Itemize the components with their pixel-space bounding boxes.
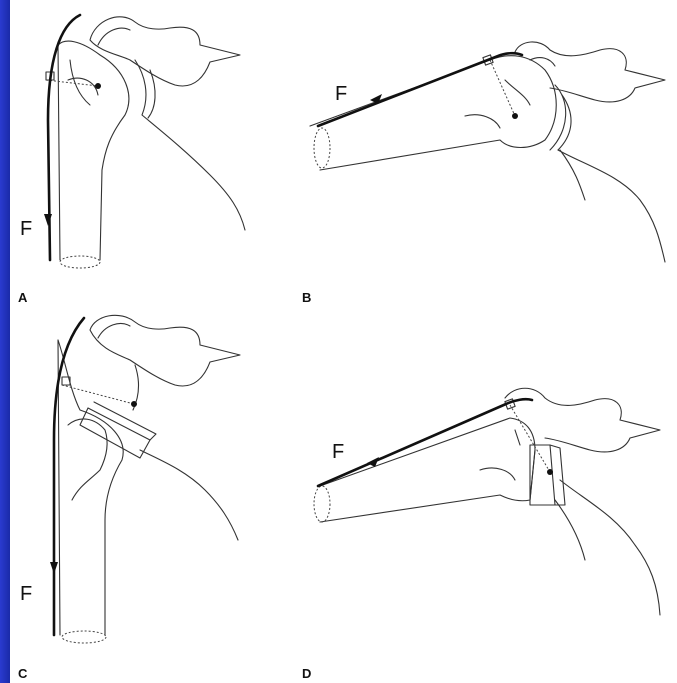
force-label-d: F [332,441,344,463]
panel-label-b: B [302,290,311,305]
subfigure-b: F B [302,42,665,305]
subfigure-a: F A [18,15,245,305]
figure-panel: F A F B [10,0,677,683]
panel-label-c: C [18,666,28,681]
shoulder-diagram: F A F B [10,0,677,683]
subfigure-d: F D [302,388,660,681]
panel-label-d: D [302,666,311,681]
force-label-b: F [335,83,347,105]
panel-label-a: A [18,290,28,305]
force-label-a: F [20,218,32,240]
force-label-c: F [20,583,32,605]
subfigure-c: F C [18,315,240,681]
